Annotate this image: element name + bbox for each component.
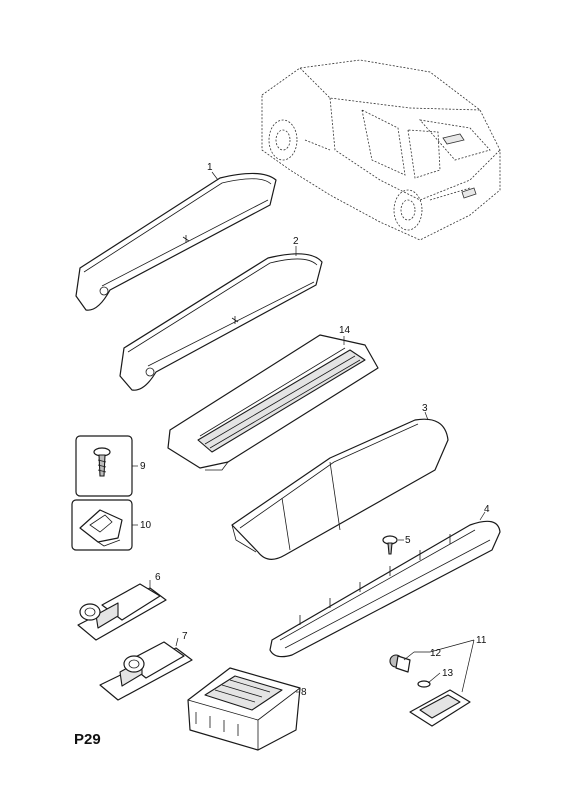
callout-4: 4: [484, 504, 490, 515]
leader-7: [175, 637, 179, 647]
callout-9: 9: [140, 461, 146, 472]
leader-13: [427, 672, 441, 684]
callout-12: 12: [430, 648, 442, 659]
leader-3: [424, 411, 429, 421]
part-2-trim-cover: [119, 253, 323, 391]
callout-7: 7: [182, 631, 188, 642]
callout-11: 11: [476, 635, 487, 646]
leader-11: [414, 639, 475, 693]
page-label: P29: [74, 731, 101, 748]
part-7-license-plate-lamp: [99, 641, 193, 701]
callout-6: 6: [155, 572, 161, 583]
part-12-bulb-socket: [389, 654, 411, 673]
callout-5: 5: [405, 535, 411, 546]
part-9-screw: [93, 447, 111, 477]
callout-14: 14: [339, 325, 351, 336]
part-5-screw: [382, 535, 398, 555]
leader-4: [479, 511, 486, 521]
callout-8: 8: [301, 687, 307, 698]
callout-3: 3: [422, 403, 428, 414]
callout-13: 13: [442, 668, 454, 679]
callout-10: 10: [140, 520, 152, 531]
part-10-clip: [79, 509, 123, 547]
callout-2: 2: [293, 236, 299, 247]
part-14-high-mount-brake-lamp-housing: [167, 334, 379, 471]
leader-12: [403, 651, 415, 661]
car-reference-illustration: [261, 59, 501, 241]
part-8-control-module: [187, 667, 301, 751]
part-1-trim-cover: [75, 172, 277, 311]
callout-1: 1: [207, 162, 213, 173]
part-4-light-strip: [269, 520, 501, 658]
leader-1: [211, 171, 219, 181]
part-3-cover: [231, 418, 449, 560]
part-6-license-plate-lamp: [77, 583, 167, 641]
part-13-bulb: [417, 680, 431, 688]
part-11-license-plate-lamp-assembly: [409, 689, 471, 727]
